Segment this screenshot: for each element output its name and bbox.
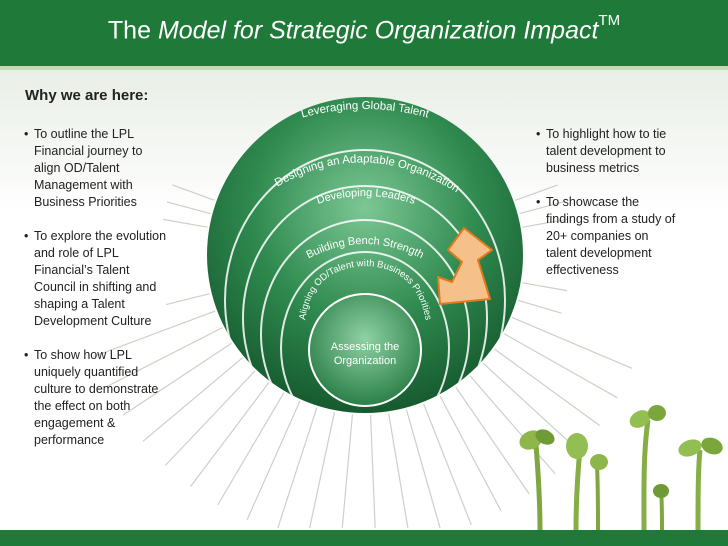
bullet-dot: • [536,194,540,211]
ray-line [440,396,501,511]
bullet-text: To highlight how to tie talent developme… [546,127,666,175]
ray-line [247,401,300,520]
trademark: TM [598,12,620,29]
ray-line [342,415,352,528]
bullet-dot: • [24,347,28,364]
bullet-dot: • [536,126,540,143]
core-label-line1: Assessing the [331,341,399,353]
bullet-dot: • [24,126,28,143]
seedlings [516,405,725,530]
ray-line [310,412,335,528]
bullet-dot: • [24,228,28,245]
right-bullet-2: • To showcase the findings from a study o… [536,194,701,279]
ray-line [278,408,317,528]
footer-bar [0,530,728,546]
left-bullet-list: • To outline the LPL Financial journey to… [24,126,199,466]
ray-line [389,413,408,528]
bullet-text: To showcase the findings from a study of… [546,195,675,277]
bullet-text: To show how LPL uniquely quantified cult… [34,348,158,447]
left-bullet-3: • To show how LPL uniquely quantified cul… [24,347,199,449]
title-bar: The Model for Strategic Organization Imp… [0,0,728,66]
left-bullet-2: • To explore the evolution and role of LP… [24,228,199,330]
section-heading: Why we are here: [25,87,148,104]
slide-title: The Model for Strategic Organization Imp… [0,16,728,45]
ray-line [504,334,617,398]
title-italic: Model for Strategic Organization Impact [158,16,598,44]
right-bullet-list: • To highlight how to tie talent developm… [536,126,701,296]
ray-line [512,318,632,369]
bullet-text: To explore the evolution and role of LPL… [34,229,166,328]
right-bullet-1: • To highlight how to tie talent developm… [536,126,701,177]
ray-line [424,404,472,525]
core-label-line2: Organization [334,355,396,367]
ray-line [218,393,284,505]
title-prefix: The [108,16,158,44]
bullet-text: To outline the LPL Financial journey to … [34,127,142,209]
ray-line [518,300,561,313]
ray-line [494,349,599,425]
left-bullet-1: • To outline the LPL Financial journey to… [24,126,199,211]
ray-line [406,410,440,528]
ray-line [456,387,530,494]
ray-line [371,415,376,528]
